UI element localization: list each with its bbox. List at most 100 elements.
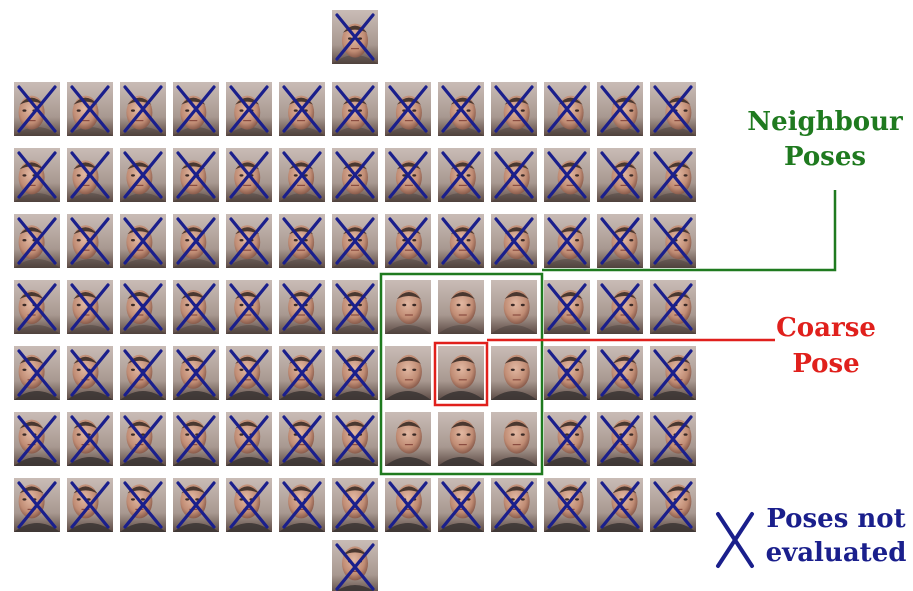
face-thumbnail bbox=[14, 82, 60, 136]
face-thumbnail bbox=[67, 82, 113, 136]
face-thumbnail bbox=[332, 280, 378, 334]
face-thumbnail bbox=[14, 214, 60, 268]
face-thumbnail bbox=[597, 214, 643, 268]
face-thumbnail bbox=[279, 346, 325, 400]
face-thumbnail bbox=[544, 82, 590, 136]
coarse-label-line1: Coarse bbox=[776, 313, 876, 343]
face-thumbnail bbox=[597, 346, 643, 400]
face-thumbnail bbox=[120, 148, 166, 202]
neighbour-label-line1: Neighbour bbox=[747, 107, 903, 137]
face-thumbnail bbox=[226, 214, 272, 268]
face-thumbnail bbox=[650, 412, 696, 466]
not-evaluated-label-line1: Poses not bbox=[766, 504, 905, 534]
face-thumbnail bbox=[226, 412, 272, 466]
face-thumbnail bbox=[650, 280, 696, 334]
not-evaluated-label-line2: evaluated bbox=[766, 538, 907, 568]
face-thumbnail bbox=[14, 478, 60, 532]
face-thumbnail bbox=[226, 478, 272, 532]
face-thumbnail bbox=[597, 82, 643, 136]
face-thumbnail bbox=[491, 82, 537, 136]
face-thumbnail bbox=[67, 280, 113, 334]
face-thumbnail bbox=[332, 148, 378, 202]
face-thumbnail bbox=[438, 214, 484, 268]
face-thumbnail bbox=[385, 412, 431, 466]
face-thumbnail bbox=[650, 148, 696, 202]
face-thumbnail bbox=[226, 82, 272, 136]
face-thumbnail bbox=[385, 280, 431, 334]
face-thumbnail bbox=[14, 346, 60, 400]
face-thumbnail bbox=[173, 82, 219, 136]
face-thumbnail bbox=[332, 346, 378, 400]
face-thumbnail bbox=[650, 478, 696, 532]
face-thumbnail bbox=[385, 148, 431, 202]
face-thumbnail bbox=[438, 280, 484, 334]
face-thumbnail bbox=[67, 148, 113, 202]
face-thumbnail bbox=[544, 214, 590, 268]
face-thumbnail bbox=[597, 478, 643, 532]
face-thumbnail bbox=[332, 478, 378, 532]
face-thumbnail bbox=[650, 214, 696, 268]
face-thumbnail bbox=[491, 280, 537, 334]
face-thumbnail bbox=[544, 346, 590, 400]
face-thumbnail bbox=[120, 214, 166, 268]
face-thumbnail bbox=[597, 280, 643, 334]
face-thumbnail bbox=[385, 346, 431, 400]
face-thumbnail bbox=[438, 478, 484, 532]
face-thumbnail bbox=[597, 412, 643, 466]
face-thumbnail bbox=[544, 478, 590, 532]
face-thumbnail bbox=[120, 346, 166, 400]
face-thumbnail bbox=[491, 412, 537, 466]
face-thumbnail bbox=[120, 412, 166, 466]
face-thumbnail bbox=[385, 82, 431, 136]
face-thumbnail bbox=[14, 412, 60, 466]
face-thumbnail bbox=[14, 148, 60, 202]
face-thumbnail bbox=[279, 214, 325, 268]
face-thumbnail bbox=[332, 214, 378, 268]
face-thumbnail bbox=[279, 478, 325, 532]
legend-x-icon bbox=[718, 514, 752, 566]
neighbour-label-line2: Poses bbox=[784, 142, 866, 172]
face-thumbnail bbox=[332, 10, 378, 64]
face-thumbnail bbox=[226, 280, 272, 334]
coarse-label-line2: Pose bbox=[792, 349, 859, 379]
face-thumbnail bbox=[438, 148, 484, 202]
face-thumbnail bbox=[650, 82, 696, 136]
face-thumbnail bbox=[385, 478, 431, 532]
face-thumbnail bbox=[597, 148, 643, 202]
face-thumbnail bbox=[650, 346, 696, 400]
pose-thumbnail-grid bbox=[14, 10, 696, 591]
face-thumbnail bbox=[544, 280, 590, 334]
face-thumbnail bbox=[279, 82, 325, 136]
face-thumbnail bbox=[173, 280, 219, 334]
face-thumbnail bbox=[173, 148, 219, 202]
face-thumbnail bbox=[173, 346, 219, 400]
face-thumbnail bbox=[279, 148, 325, 202]
face-thumbnail bbox=[279, 280, 325, 334]
face-thumbnail bbox=[544, 148, 590, 202]
face-thumbnail bbox=[120, 280, 166, 334]
face-thumbnail bbox=[279, 412, 325, 466]
face-thumbnail bbox=[332, 540, 378, 591]
face-thumbnail bbox=[67, 214, 113, 268]
face-thumbnail bbox=[491, 478, 537, 532]
face-thumbnail bbox=[67, 412, 113, 466]
face-thumbnail bbox=[120, 478, 166, 532]
face-thumbnail bbox=[438, 412, 484, 466]
face-thumbnail bbox=[226, 346, 272, 400]
face-thumbnail bbox=[226, 148, 272, 202]
face-thumbnail bbox=[173, 478, 219, 532]
face-thumbnail bbox=[491, 148, 537, 202]
face-thumbnail bbox=[67, 346, 113, 400]
face-thumbnail bbox=[67, 478, 113, 532]
face-thumbnail bbox=[491, 214, 537, 268]
face-thumbnail bbox=[120, 82, 166, 136]
face-thumbnail bbox=[173, 412, 219, 466]
face-thumbnail bbox=[385, 214, 431, 268]
face-thumbnail bbox=[544, 412, 590, 466]
face-thumbnail bbox=[491, 346, 537, 400]
face-thumbnail bbox=[332, 82, 378, 136]
face-thumbnail bbox=[173, 214, 219, 268]
face-thumbnail bbox=[332, 412, 378, 466]
face-thumbnail bbox=[438, 82, 484, 136]
